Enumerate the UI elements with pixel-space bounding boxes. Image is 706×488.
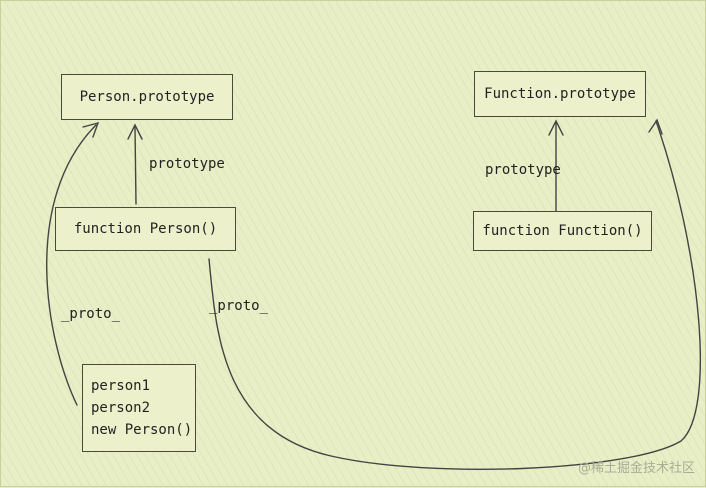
function-prototype-node: Function.prototype xyxy=(474,71,646,117)
watermark: @稀土掘金技术社区 xyxy=(577,461,695,476)
instance-person1: person1 xyxy=(91,378,151,394)
person-prototype-label: Person.prototype xyxy=(79,89,215,105)
instances-node: person1 person2 new Person() xyxy=(82,364,196,452)
edge-label-proto-middle: _proto_ xyxy=(209,298,269,314)
edge-label-proto-left: _proto_ xyxy=(61,306,121,322)
instance-new-person: new Person() xyxy=(91,422,193,438)
instance-person2: person2 xyxy=(91,400,151,416)
edge-label-prototype-right: prototype xyxy=(485,162,561,178)
arrow-instances-proto xyxy=(46,124,97,406)
arrowhead-person-proto xyxy=(648,118,663,135)
arrowhead-person-prototype xyxy=(127,123,143,140)
person-prototype-node: Person.prototype xyxy=(61,74,233,120)
function-prototype-label: Function.prototype xyxy=(484,86,636,102)
arrowhead-function-prototype xyxy=(548,119,564,136)
arrow-person-proto xyxy=(208,120,702,470)
edge-label-prototype-left: prototype xyxy=(149,156,225,172)
function-person-node: function Person() xyxy=(55,207,236,251)
arrow-person-prototype xyxy=(134,126,137,205)
function-function-node: function Function() xyxy=(473,211,652,251)
function-person-label: function Person() xyxy=(73,221,218,237)
function-function-label: function Function() xyxy=(482,223,643,239)
arrowhead-instances-proto xyxy=(82,121,100,138)
